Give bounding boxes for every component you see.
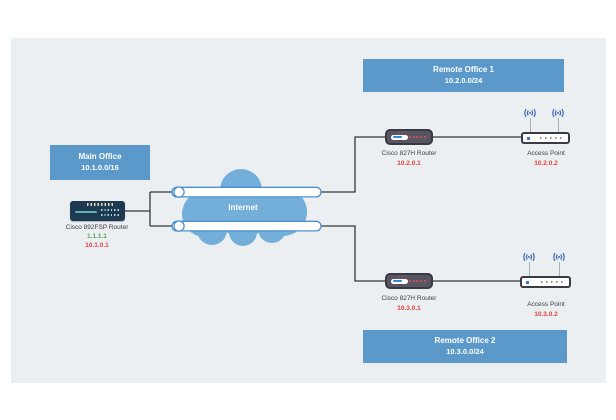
router-led <box>392 135 402 139</box>
remote-router-1-label: Cisco 827H Router <box>381 150 437 157</box>
antenna <box>558 118 559 132</box>
access-point-body <box>521 132 570 144</box>
main-office-subnet: 10.1.0.0/16 <box>81 163 119 172</box>
cisco-827h-router-2-icon <box>385 273 433 289</box>
main-router-lan-ip: 10.1.0.1 <box>85 242 109 249</box>
remote-router-1-ip: 10.2.0.1 <box>397 160 421 167</box>
main-office-title: Main Office <box>78 152 122 161</box>
remote-office-1-title: Remote Office 1 <box>433 65 494 74</box>
remote-router-2-label: Cisco 827H Router <box>381 295 437 302</box>
router-display <box>391 278 408 284</box>
wifi-signal-icon <box>524 108 536 118</box>
access-point-led <box>527 136 530 140</box>
main-router-label: Cisco 892FSP Router <box>65 224 129 231</box>
router-ports-row <box>101 209 121 211</box>
access-point-2-ip: 10.3.0.2 <box>534 311 558 318</box>
router-ports-row <box>101 214 121 216</box>
router-status-lights <box>409 280 427 283</box>
remote-office-1-subnet: 10.2.0.0/24 <box>444 76 483 85</box>
wifi-signal-icon <box>552 108 564 118</box>
internet-label: Internet <box>228 203 258 212</box>
cisco-892fsp-router-icon <box>70 201 125 221</box>
remote-office-2-title: Remote Office 2 <box>434 336 496 345</box>
router-led <box>392 279 402 283</box>
cisco-827h-router-1-icon <box>385 129 433 145</box>
antenna <box>559 262 560 276</box>
access-point-status-lights <box>540 137 564 139</box>
access-point-status-lights <box>541 281 565 283</box>
main-office-box: Main Office 10.1.0.0/16 <box>50 145 150 180</box>
router-slot <box>75 211 97 213</box>
router-faceplate <box>387 131 431 143</box>
antenna <box>530 118 531 132</box>
access-point-2-icon <box>520 250 572 288</box>
router-vents <box>87 203 113 206</box>
remote-router-2-ip: 10.3.0.1 <box>397 305 421 312</box>
access-point-2-label: Access Point <box>527 301 565 308</box>
wifi-signal-icon <box>553 252 565 262</box>
router-faceplate <box>387 275 431 287</box>
access-point-1-ip: 10.2.0.2 <box>534 160 558 167</box>
remote-office-1-box: Remote Office 1 10.2.0.0/24 <box>363 59 564 92</box>
router-display <box>391 134 408 140</box>
remote-office-2-box: Remote Office 2 10.3.0.0/24 <box>363 330 567 363</box>
access-point-led <box>526 280 529 284</box>
remote-office-2-subnet: 10.3.0.0/24 <box>446 347 484 356</box>
access-point-body <box>520 276 571 288</box>
main-router-wan-ip: 1.1.1.1 <box>87 233 107 240</box>
access-point-1-label: Access Point <box>527 150 565 157</box>
access-point-1-icon <box>521 106 571 144</box>
antenna <box>529 262 530 276</box>
wifi-signal-icon <box>523 252 535 262</box>
router-status-lights <box>409 136 427 139</box>
